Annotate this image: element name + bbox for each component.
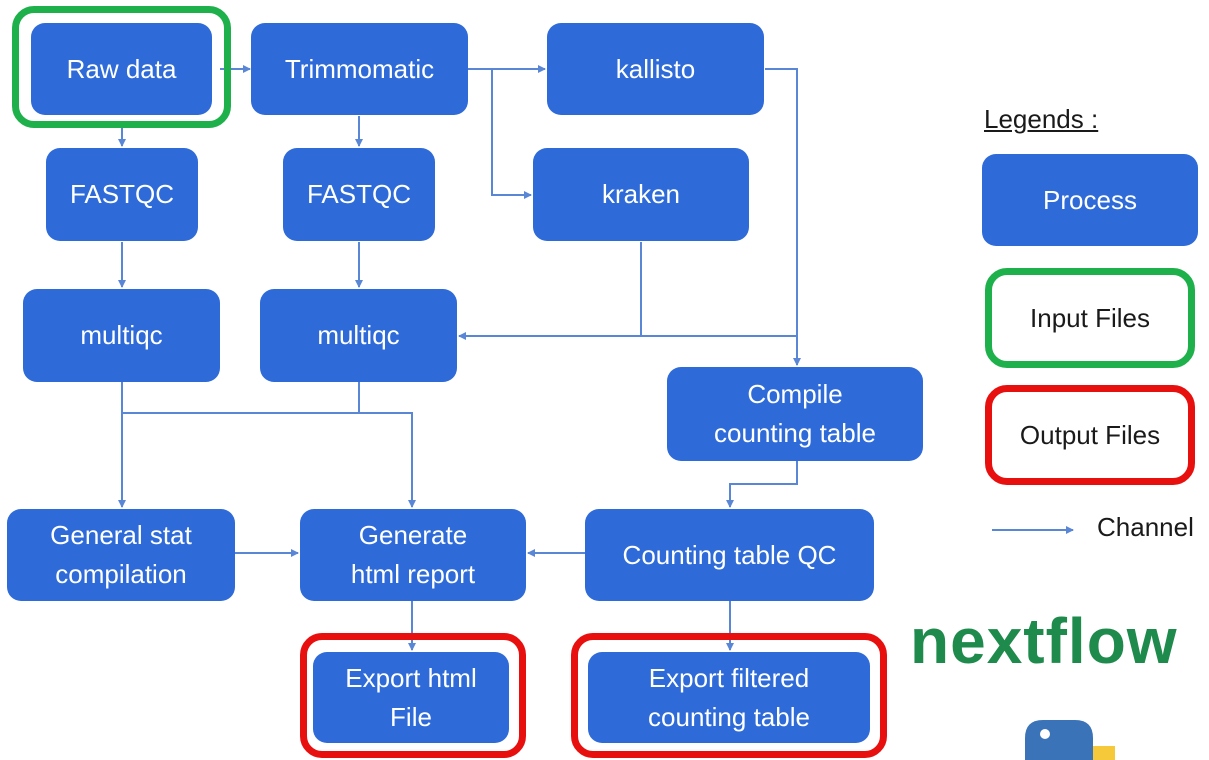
edge-trimmomatic-to-kraken	[491, 69, 532, 199]
legend-channel-label: Channel	[1097, 512, 1194, 542]
node-fastqc-raw[interactable]: FASTQC	[46, 148, 198, 241]
node-raw-data[interactable]: Raw data	[31, 23, 212, 115]
legend-output-files: Output Files	[1019, 419, 1161, 450]
nextflow-logo: nextflow	[910, 605, 1178, 677]
node-fastqc-trim[interactable]: FASTQC	[283, 148, 435, 241]
output-file-ring-html	[300, 633, 526, 758]
legend-output-ring	[985, 385, 1195, 485]
python-logo-icon	[1025, 720, 1115, 760]
legend-title: Legends :	[984, 104, 1099, 134]
node-trimmomatic[interactable]: Trimmomatic	[251, 23, 468, 115]
node-export-filtered[interactable]: Export filtered counting table	[588, 652, 870, 743]
edge-compile-to-qc	[726, 461, 798, 508]
node-export-html[interactable]: Export html File	[313, 652, 509, 743]
node-kraken[interactable]: kraken	[533, 148, 749, 241]
node-counting-table-qc[interactable]: Counting table QC	[585, 509, 874, 601]
legend-input-ring	[985, 268, 1195, 368]
legend-process: Process	[982, 154, 1198, 246]
input-file-ring	[12, 6, 231, 128]
edge-kallisto-line	[641, 68, 798, 337]
edge-kraken-to-multiqc	[458, 242, 642, 340]
node-multiqc-trim[interactable]: multiqc	[260, 289, 457, 382]
edge-multiqc-raw-to-report	[122, 412, 416, 508]
legend-input-files: Input Files	[1030, 302, 1150, 333]
node-kallisto[interactable]: kallisto	[547, 23, 764, 115]
node-general-stat[interactable]: General stat compilation	[7, 509, 235, 601]
node-multiqc-raw[interactable]: multiqc	[23, 289, 220, 382]
node-compile-counting-table[interactable]: Compile counting table	[667, 367, 923, 461]
output-file-ring-table	[571, 633, 887, 758]
node-generate-html-report[interactable]: Generate html report	[300, 509, 526, 601]
